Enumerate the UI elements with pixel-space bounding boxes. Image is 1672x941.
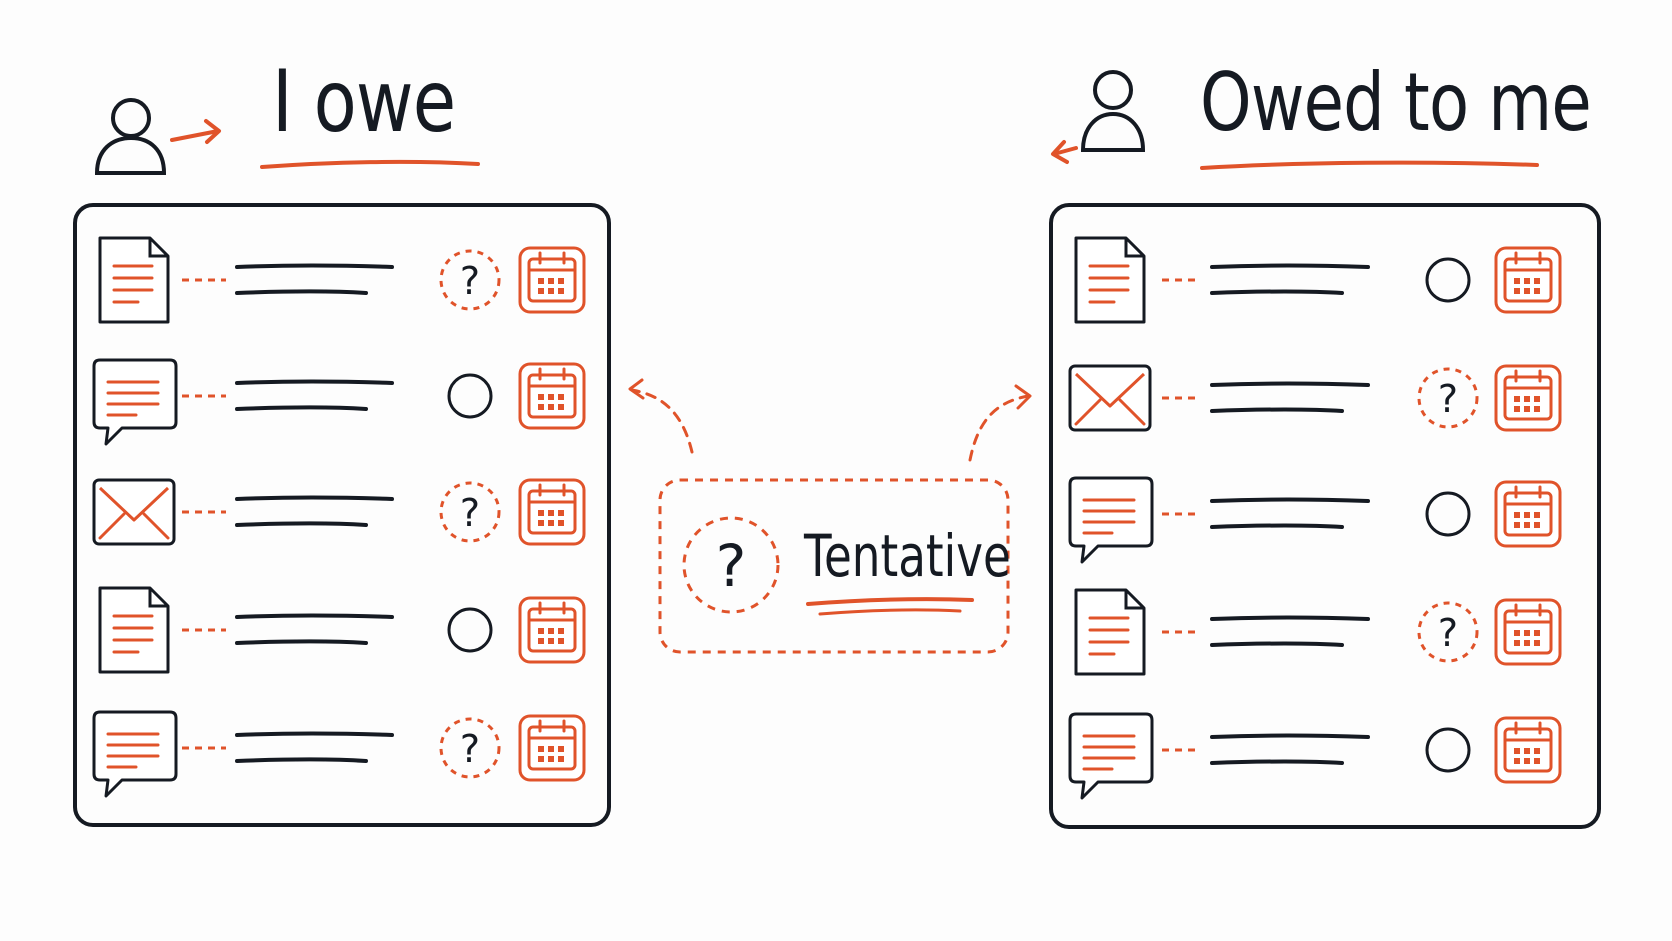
left-title-underline — [260, 159, 480, 169]
left-person-icon — [94, 98, 167, 175]
row-text-lines — [1210, 733, 1370, 765]
list-row — [1068, 476, 1562, 564]
tentative-underline-1 — [806, 597, 974, 606]
svg-text:?: ? — [460, 727, 480, 771]
tentative-box — [658, 478, 1010, 654]
calendar-icon — [518, 714, 586, 782]
left-panel-frame — [73, 203, 611, 827]
calendar-icon — [1494, 364, 1562, 432]
list-row: ? — [92, 478, 586, 546]
right-panel-frame — [1049, 203, 1601, 829]
calendar-icon — [518, 596, 586, 664]
svg-text:?: ? — [1438, 377, 1458, 421]
calendar-icon — [518, 478, 586, 546]
tentative-question-mark: ? — [716, 532, 747, 600]
document-icon — [98, 586, 170, 674]
right-person-icon — [1080, 70, 1146, 152]
tentative-label: Tentative — [804, 522, 1011, 590]
tentative-status-icon: ? — [439, 717, 501, 779]
chat-icon — [92, 710, 178, 798]
row-text-lines — [235, 731, 394, 763]
tentative-status-icon: ? — [1417, 601, 1479, 663]
svg-text:?: ? — [1438, 611, 1458, 655]
right-panel-title: Owed to me — [1200, 56, 1592, 149]
calendar-icon — [1494, 716, 1562, 784]
tentative-status-icon: ? — [1417, 367, 1479, 429]
row-text-lines — [235, 263, 394, 295]
list-row: ? — [1068, 364, 1562, 432]
list-row — [1068, 712, 1562, 800]
open-status-icon — [1425, 257, 1471, 303]
rows-layer: ????? — [92, 236, 1562, 800]
list-row: ? — [92, 710, 586, 798]
left-panel-title: I owe — [272, 52, 456, 152]
calendar-icon — [1494, 480, 1562, 548]
list-row — [1074, 236, 1562, 324]
document-icon — [1074, 236, 1146, 324]
row-text-lines — [1210, 263, 1370, 295]
document-icon — [1074, 588, 1146, 676]
right-arrow-icon — [1051, 140, 1078, 164]
chat-icon — [92, 358, 178, 446]
open-status-icon — [447, 607, 493, 653]
right-title-underline — [1200, 160, 1539, 170]
arrow-to-left-panel — [628, 378, 694, 454]
open-status-icon — [1425, 491, 1471, 537]
mail-icon — [92, 478, 176, 546]
calendar-icon — [1494, 246, 1562, 314]
open-status-icon — [447, 373, 493, 419]
left-arrow-icon — [170, 119, 221, 144]
tentative-question-icon — [682, 516, 780, 614]
row-text-lines — [1210, 615, 1370, 647]
list-row — [92, 358, 586, 446]
list-row: ? — [98, 236, 586, 324]
svg-text:?: ? — [460, 259, 480, 303]
tentative-status-icon: ? — [439, 249, 501, 311]
calendar-icon — [518, 246, 586, 314]
chat-icon — [1068, 476, 1154, 564]
calendar-icon — [518, 362, 586, 430]
tentative-underline-2 — [818, 608, 962, 616]
row-text-lines — [1210, 497, 1370, 529]
row-text-lines — [1210, 381, 1370, 413]
arrow-to-right-panel — [968, 384, 1032, 462]
row-text-lines — [235, 495, 394, 527]
document-icon — [98, 236, 170, 324]
mail-icon — [1068, 364, 1152, 432]
list-row: ? — [1074, 588, 1562, 676]
row-text-lines — [235, 613, 394, 645]
tentative-status-icon: ? — [439, 481, 501, 543]
open-status-icon — [1425, 727, 1471, 773]
calendar-icon — [1494, 598, 1562, 666]
row-text-lines — [235, 379, 394, 411]
list-row — [98, 586, 586, 674]
chat-icon — [1068, 712, 1154, 800]
svg-text:?: ? — [460, 491, 480, 535]
